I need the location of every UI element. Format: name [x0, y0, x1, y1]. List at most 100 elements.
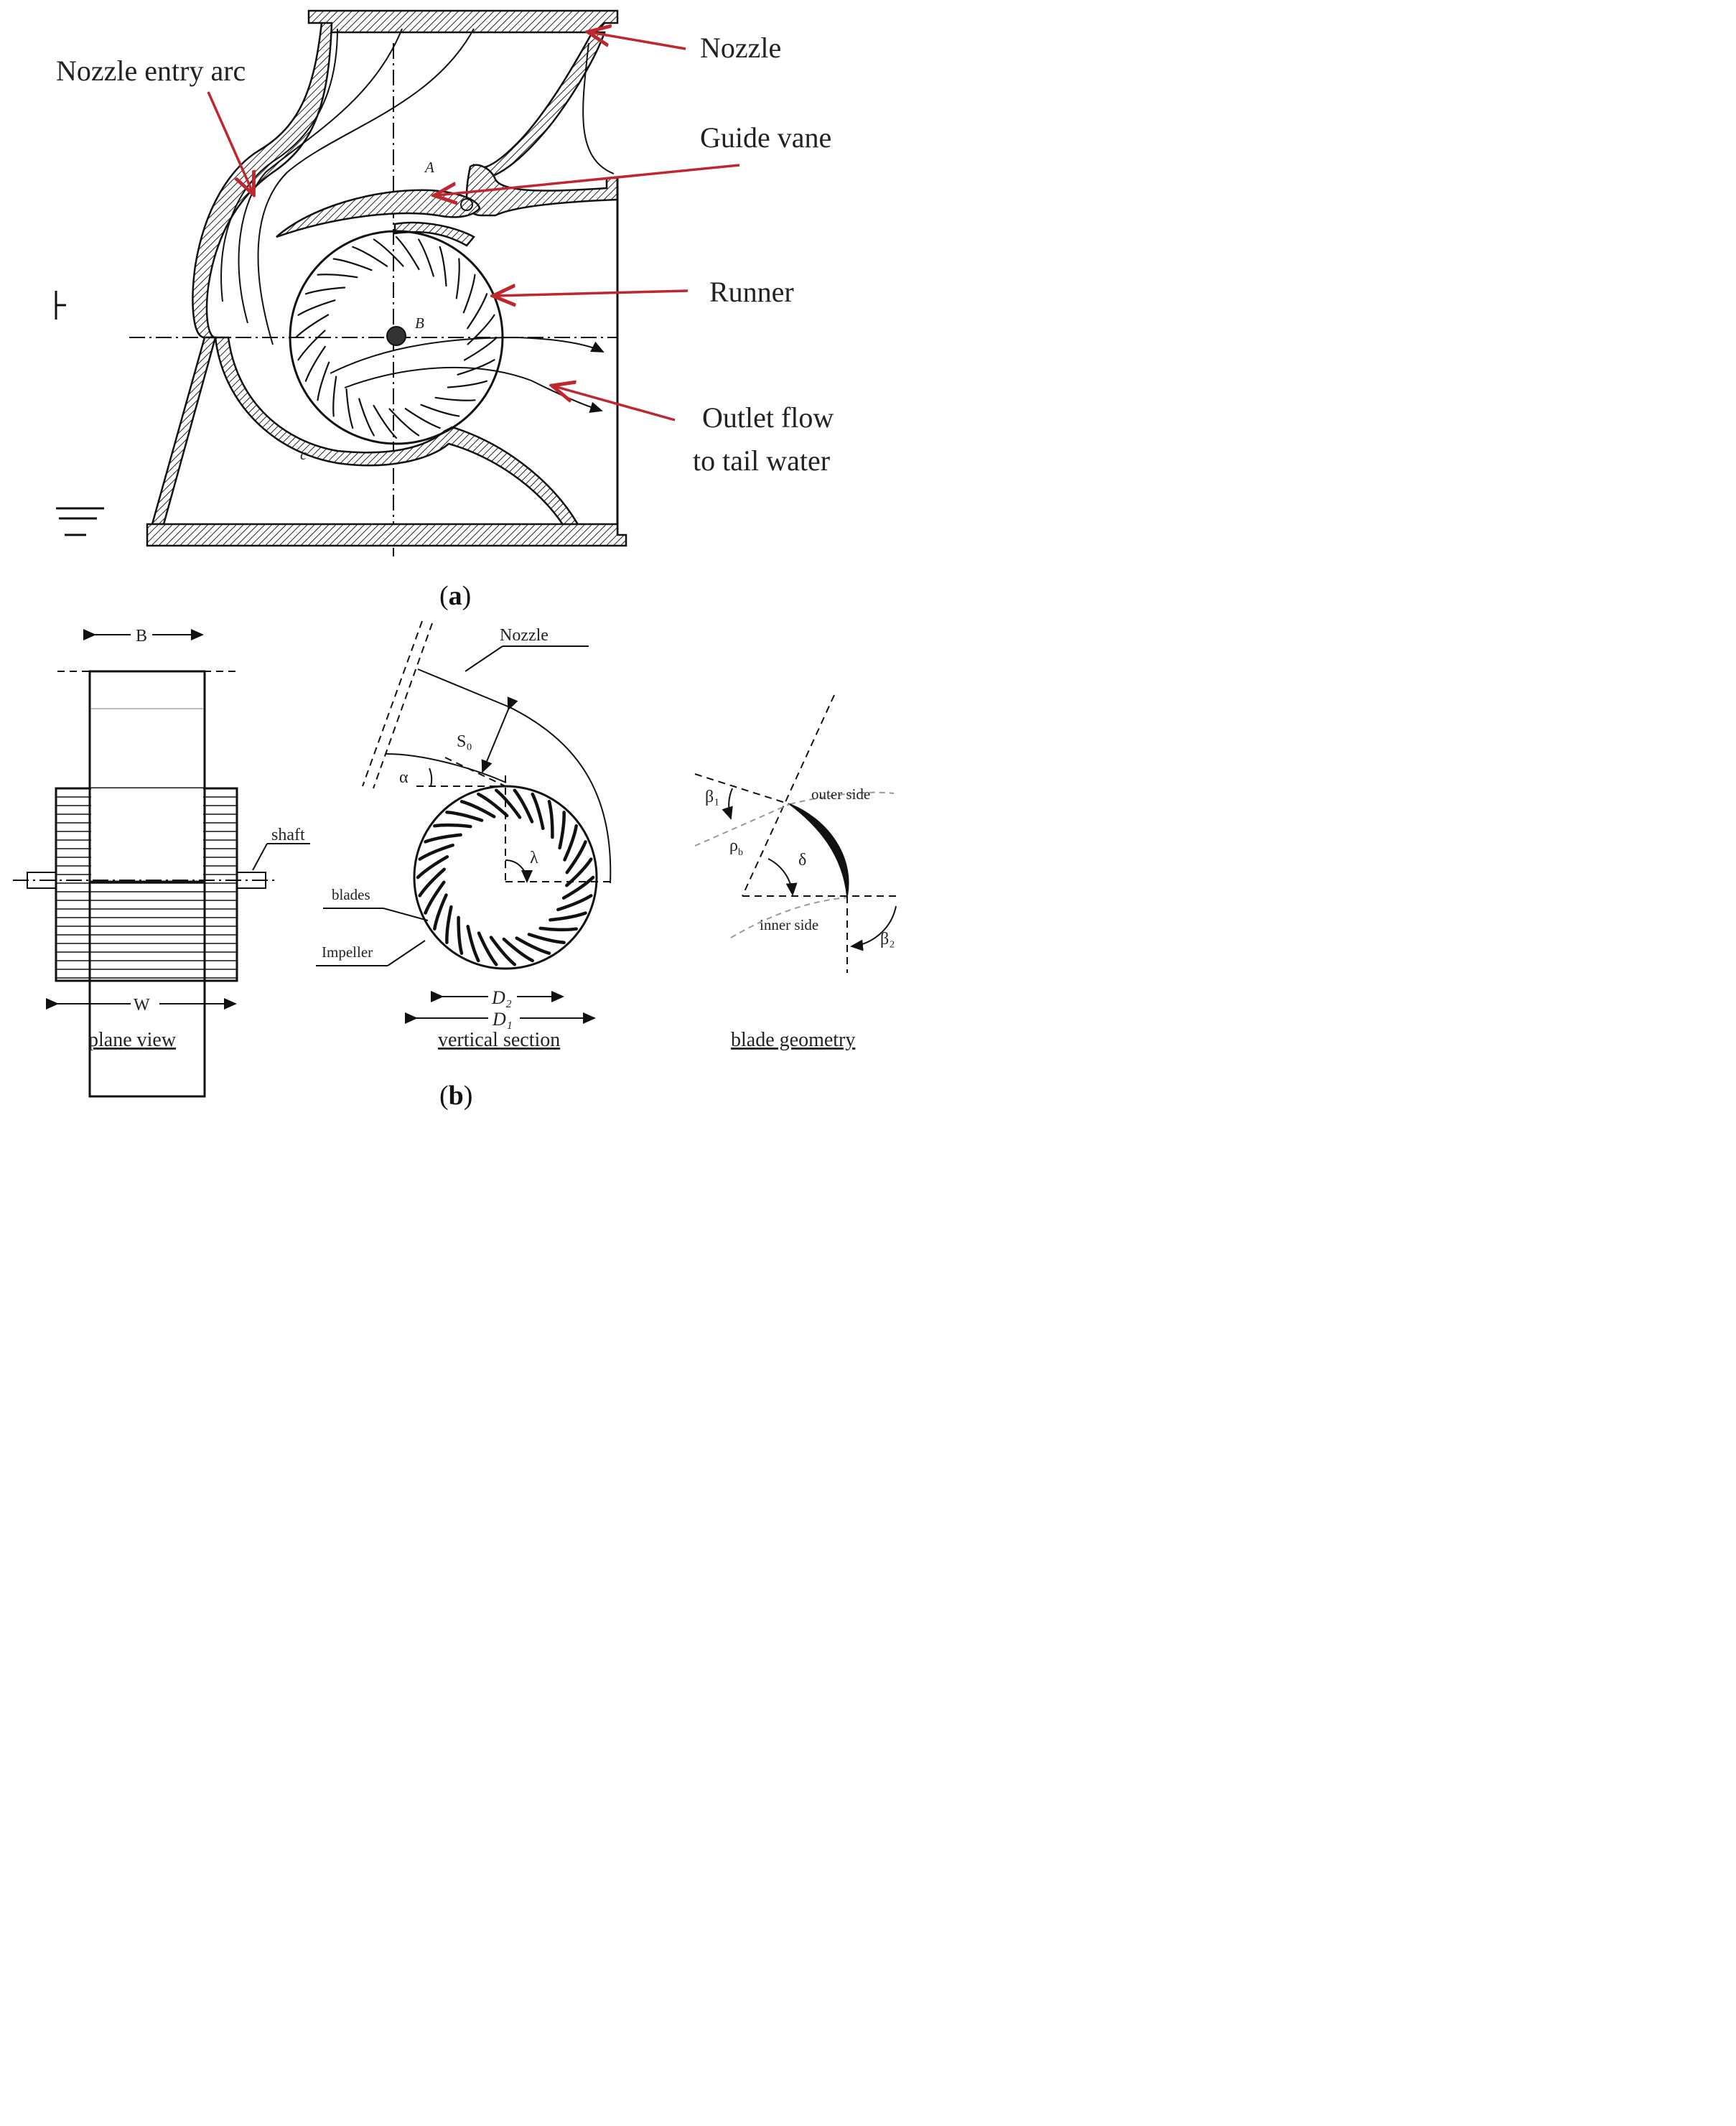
- blade: [457, 359, 495, 376]
- nozzle-inner-wall: [386, 753, 507, 783]
- blade: [477, 931, 498, 966]
- blade: [404, 408, 441, 429]
- shaft-label: shaft: [271, 826, 305, 844]
- inner-circle: [730, 897, 848, 938]
- lambda-arc: [505, 859, 533, 883]
- blade: [538, 926, 578, 932]
- width-w-label: W: [134, 996, 150, 1015]
- blade: [563, 824, 578, 862]
- blade: [489, 936, 517, 966]
- nozzle-inlet-dash-2: [362, 620, 423, 787]
- alpha-label: α: [399, 768, 409, 787]
- blade: [527, 933, 566, 944]
- top-flange: [307, 9, 619, 34]
- nozzle-right-wall: [467, 31, 606, 182]
- blade: [477, 792, 509, 818]
- nozzle-leader: [465, 645, 503, 672]
- blade: [515, 936, 551, 955]
- blade: [467, 293, 488, 330]
- blade: [297, 299, 336, 316]
- panel-a-crossflow-turbine: A B c Nozzle Nozzle entry arc Guide vane…: [55, 9, 834, 611]
- blade: [494, 788, 522, 819]
- blade: [373, 238, 404, 267]
- blade: [558, 811, 566, 850]
- blade: [531, 792, 545, 831]
- nozzle-outer-wall: [417, 668, 612, 884]
- rho-b-label: ρb: [729, 836, 743, 858]
- plane-view: B shaft W plane view: [13, 627, 310, 1098]
- blade: [439, 246, 447, 287]
- panel-b-label: (b): [439, 1081, 472, 1111]
- blade: [395, 236, 420, 271]
- blade-shape: [789, 803, 849, 897]
- tangent-outer: [694, 773, 790, 805]
- beta2-arc: [850, 905, 897, 951]
- blades-leader: [383, 908, 429, 921]
- blade: [420, 404, 460, 417]
- beta1-label: β₁: [705, 788, 720, 806]
- blade: [565, 857, 593, 887]
- blade: [447, 380, 488, 388]
- outlet-curve-top: [582, 42, 615, 174]
- flow-through-2: [344, 366, 603, 413]
- blade: [547, 800, 554, 839]
- runner-shroud-top: [393, 221, 475, 247]
- d2-label: D₂: [491, 987, 512, 1008]
- blade: [459, 800, 496, 819]
- vertical-section-caption: vertical section: [438, 1029, 560, 1051]
- flow-line-1: [220, 28, 338, 302]
- blade: [556, 894, 593, 912]
- nozzle-label: Nozzle: [700, 32, 781, 64]
- runner-arrow: [495, 291, 689, 296]
- guide-vane: [276, 189, 481, 238]
- blade: [317, 274, 358, 279]
- impeller-label: Impeller: [322, 943, 373, 961]
- blade: [332, 258, 373, 271]
- outer-side-label: outer side: [811, 785, 870, 803]
- blade: [294, 314, 330, 339]
- delta-label: δ: [798, 851, 806, 869]
- beta1-arc: [722, 788, 733, 820]
- d1-label: D₁: [492, 1009, 513, 1030]
- turbine-diagram: A B c Nozzle Nozzle entry arc Guide vane…: [13, 9, 901, 1111]
- blade: [424, 880, 446, 915]
- point-b-letter: B: [415, 314, 424, 332]
- blade: [466, 924, 480, 963]
- blade: [304, 345, 326, 382]
- blade: [358, 398, 375, 437]
- blade-geometry-caption: blade geometry: [731, 1029, 855, 1051]
- outlet-flow-label-1: Outlet flow: [702, 401, 834, 434]
- blade: [416, 855, 449, 880]
- outer-circle-right: [789, 791, 895, 805]
- blade: [388, 408, 420, 437]
- runner-shaft: [386, 326, 406, 346]
- runner-blades: [294, 236, 498, 439]
- width-b-label: B: [136, 627, 147, 645]
- blade: [455, 258, 460, 299]
- nozzle-block: [88, 670, 206, 1098]
- vertical-section: Nozzle S₀ α λ blades Impeller D₂ D₁ vert…: [316, 620, 612, 1051]
- blade: [317, 361, 330, 401]
- left-lower-wall: [151, 336, 217, 526]
- blade: [418, 843, 454, 861]
- plane-view-caption: plane view: [88, 1029, 177, 1051]
- outlet-flow-arrow: [554, 386, 676, 421]
- blade: [513, 788, 534, 824]
- point-a-letter: A: [424, 159, 434, 176]
- flow-line-3: [257, 28, 475, 345]
- blade: [434, 396, 476, 401]
- delta-arc: [767, 858, 798, 896]
- blade: [433, 893, 448, 931]
- blade: [549, 911, 587, 922]
- beta2-label: β₂: [880, 930, 895, 948]
- nozzle-b-label: Nozzle: [500, 626, 549, 645]
- blade: [297, 330, 326, 361]
- blade: [467, 314, 495, 345]
- blade: [345, 388, 354, 429]
- blade: [445, 811, 484, 822]
- radial-line: [742, 694, 835, 897]
- outlet-flow-label-2: to tail water: [693, 444, 830, 477]
- guide-vane-arrow: [437, 164, 740, 195]
- shaft-leader: [252, 843, 268, 871]
- blade: [463, 336, 498, 361]
